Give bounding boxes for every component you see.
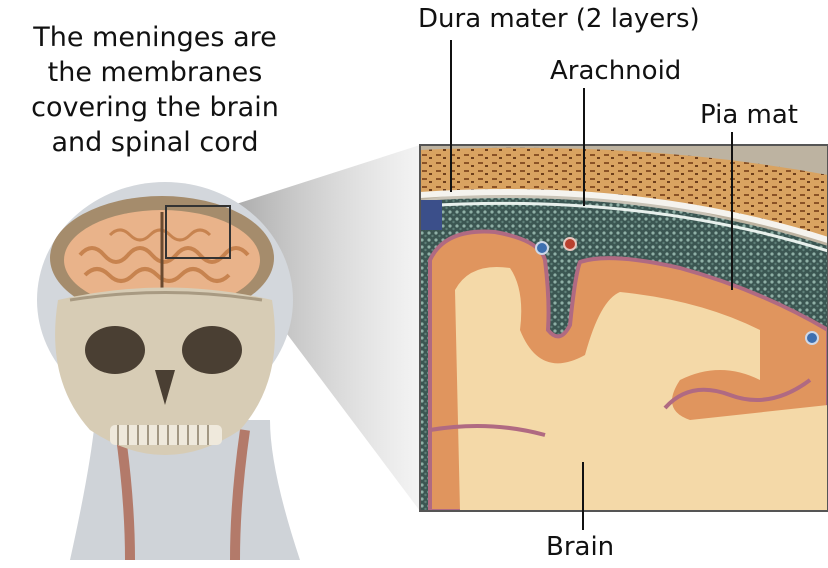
intro-line: The meninges are [33,22,277,53]
intro-line: and spinal cord [51,127,259,158]
head-figure [37,182,300,561]
arachnoid-label: Arachnoid [550,56,682,86]
zoom-panel [420,145,828,511]
intro-line: covering the brain [31,92,279,123]
dura-layer [420,147,828,240]
intro-text: The meninges are the membranes covering … [0,20,310,160]
dura-mater-label: Dura mater (2 layers) [418,4,700,34]
zoom-beam [230,145,420,511]
intro-line: the membranes [47,57,263,88]
brain-label: Brain [546,532,615,562]
pia-mater-label: Pia mat [700,100,798,130]
white-matter [455,266,828,511]
inset-box [165,205,231,259]
arachnoid-layer [420,201,828,253]
